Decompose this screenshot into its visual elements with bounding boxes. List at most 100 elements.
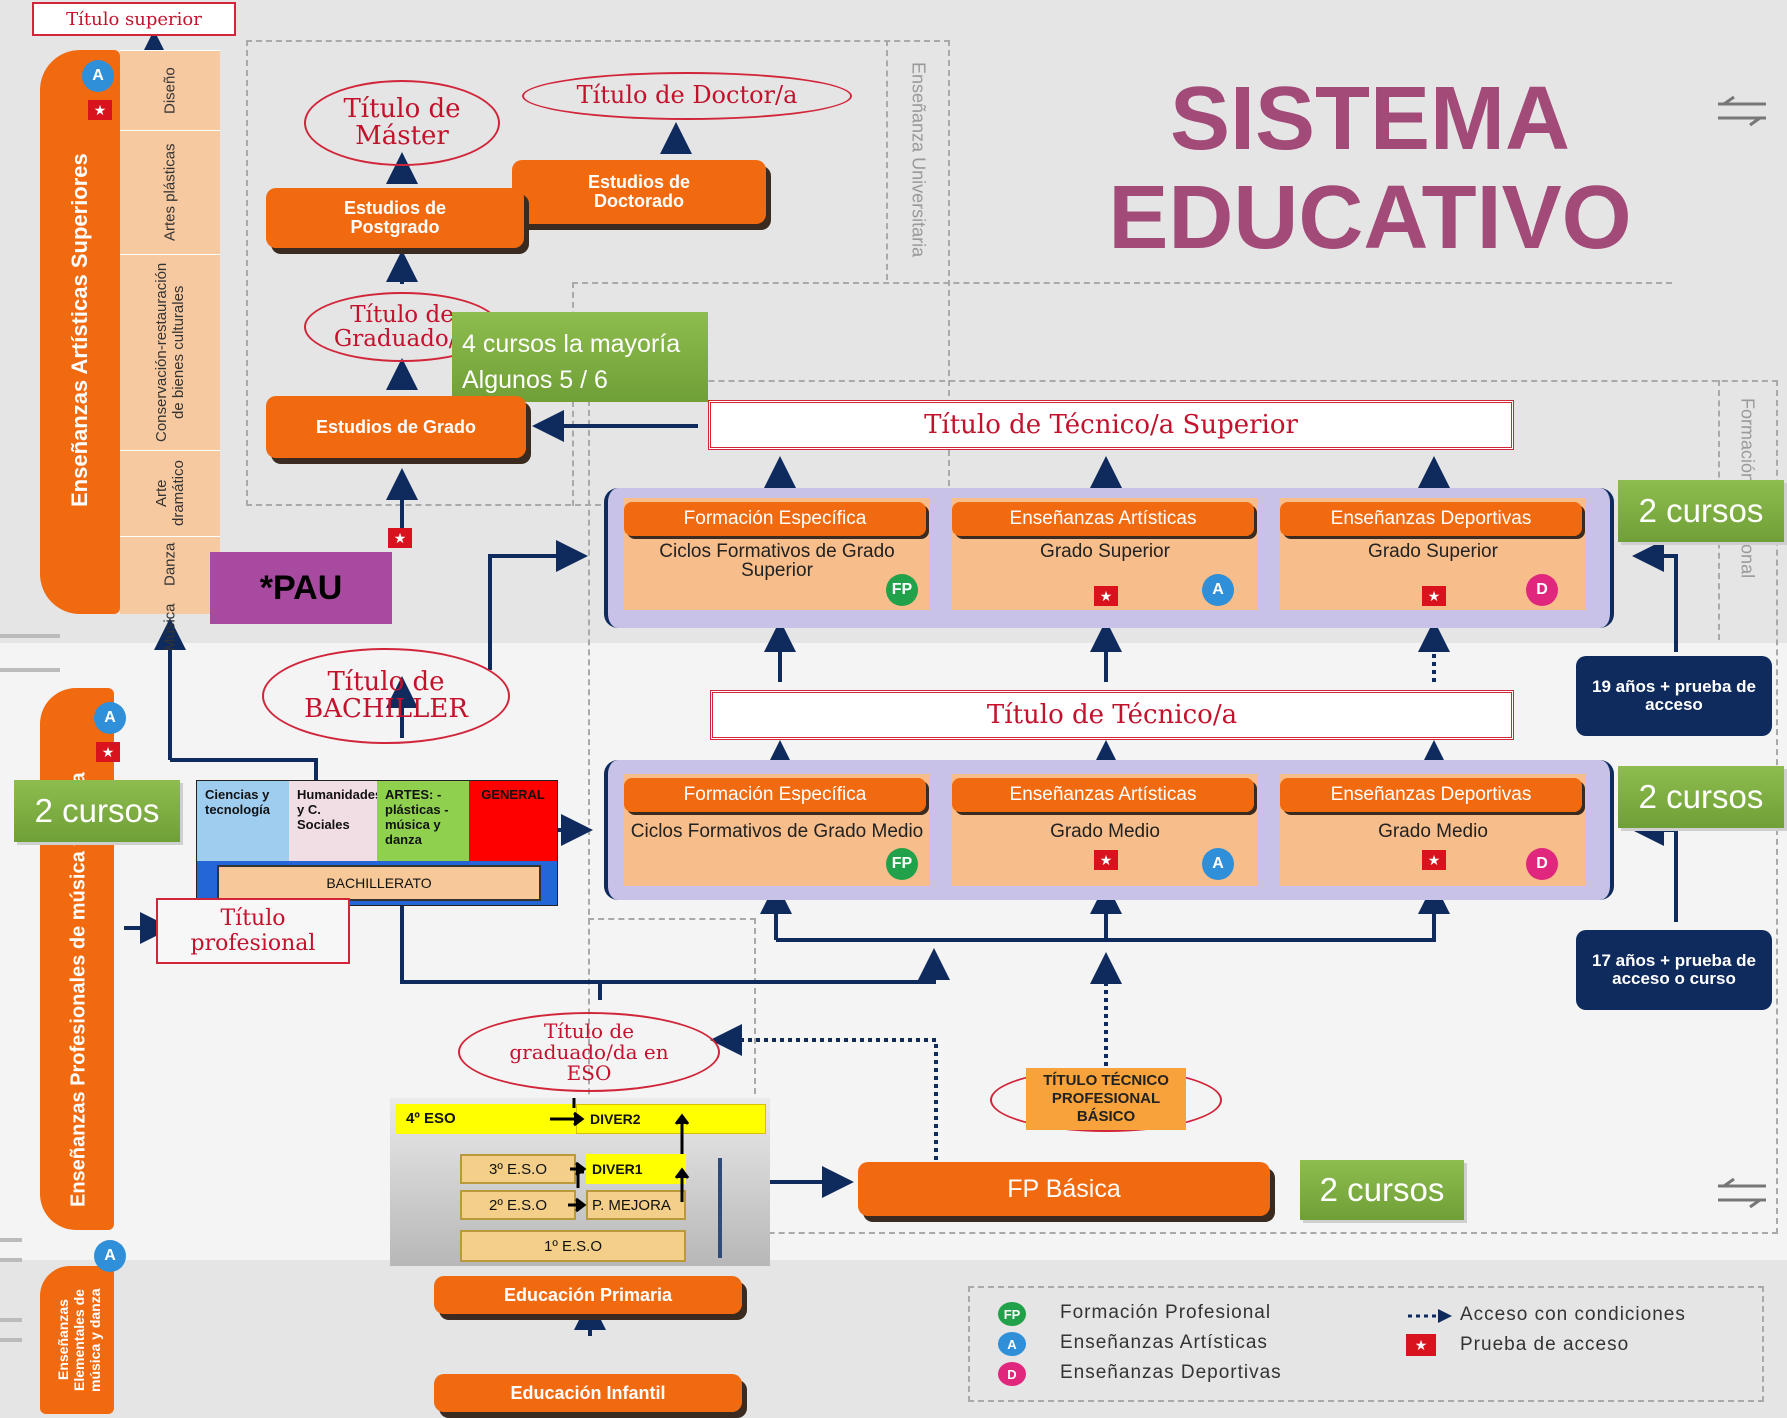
educacion-infantil: Educación Infantil — [434, 1374, 742, 1412]
bachillerato-label: BACHILLERATO — [217, 865, 541, 901]
eso-arrows — [550, 1098, 690, 1213]
cursos-grado-line1: 4 cursos la mayoría — [462, 330, 681, 358]
badge-a-icon: A — [94, 1240, 126, 1272]
eso-block: 4º ESO DIVER2 3º E.S.O DIVER1 2º E.S.O P… — [390, 1098, 770, 1266]
modalidad-general: GENERAL — [469, 781, 557, 861]
badge-a-icon: A — [1202, 574, 1234, 606]
gm-text-ciclos: Ciclos Formativos de Grado Medio — [630, 821, 924, 842]
legend-fp-text: Formación Profesional — [1060, 1302, 1272, 1323]
legend-d-text: Enseñanzas Deportivas — [1060, 1362, 1282, 1383]
page-title-line2: EDUCATIVO — [1108, 168, 1632, 268]
dos-cursos-fpb: 2 cursos — [1300, 1160, 1464, 1220]
titulo-bachiller: Título de BACHILLER — [262, 648, 510, 744]
page-title-line1: SISTEMA — [1169, 69, 1571, 169]
star-icon: ★ — [1094, 850, 1118, 870]
gm-ensenanzas-artisticas[interactable]: Enseñanzas Artísticas Grado Medio ★ A — [952, 774, 1258, 886]
badge-a-icon: A — [1202, 848, 1234, 880]
gm-formacion-especifica[interactable]: Formación Específica Ciclos Formativos d… — [624, 774, 930, 886]
gs-formacion-especifica[interactable]: Formación Específica Ciclos Formativos d… — [624, 498, 930, 610]
item-diseno: Diseño — [120, 50, 220, 130]
gs-ensenanzas-deportivas[interactable]: Enseñanzas Deportivas Grado Superior ★ D — [1280, 498, 1586, 610]
badge-d-icon: D — [1526, 848, 1558, 880]
dos-cursos-left: 2 cursos — [14, 780, 180, 842]
artisticas-items-panel: Diseño Artes plásticas Conservación-rest… — [120, 50, 220, 651]
cursos-grado-line2: Algunos 5 / 6 — [462, 366, 608, 395]
titulo-graduado-eso: Título de graduado/da en ESO — [458, 1012, 720, 1092]
legend-acceso-text: Acceso con condiciones — [1460, 1304, 1686, 1325]
artisticas-superiores-label: Enseñanzas Artísticas Superiores — [67, 153, 92, 507]
cursos-grado-box: 4 cursos la mayoría Algunos 5 / 6 — [452, 312, 708, 402]
legend-prueba-text: Prueba de acceso — [1460, 1334, 1630, 1355]
eso-diver2: DIVER2 — [590, 1111, 641, 1127]
legend-star-icon: ★ — [1406, 1334, 1436, 1356]
gm-text-deportivas: Grado Medio — [1378, 821, 1488, 842]
eso-tercero: 3º E.S.O — [460, 1154, 576, 1184]
badge-fp-icon: FP — [886, 848, 918, 880]
bachillerato-table: Ciencias y tecnología Humanidades y C. S… — [196, 780, 558, 906]
star-icon: ★ — [388, 528, 412, 548]
titulo-master: Título de Máster — [304, 80, 500, 166]
estudios-doctorado: Estudios de Doctorado — [512, 160, 766, 224]
acceso-19: 19 años + prueba de acceso — [1576, 656, 1772, 736]
badge-fp-icon: FP — [886, 574, 918, 606]
gs-tab-artisticas: Enseñanzas Artísticas — [952, 502, 1254, 536]
star-icon: ★ — [88, 100, 112, 120]
elementales-bar — [40, 1266, 114, 1414]
modalidad-artes: ARTES: -plásticas -música y danza — [377, 781, 469, 861]
pau-box: *PAU — [210, 552, 392, 624]
titulo-tecnico-superior: Título de Técnico/a Superior — [708, 400, 1514, 450]
page-title: SISTEMA EDUCATIVO — [1060, 70, 1680, 280]
item-arte-dramatico: Arte dramático — [120, 450, 220, 536]
legend-fp-icon: FP — [998, 1302, 1026, 1326]
gm-tab-deportivas: Enseñanzas Deportivas — [1280, 778, 1582, 812]
titulo-graduado: Título de Graduado/a — [304, 292, 500, 362]
eso-divider-v — [754, 918, 756, 1234]
side-mark — [0, 1258, 22, 1262]
titulo-doctor: Título de Doctor/a — [522, 72, 852, 120]
university-label: Enseñanza Universitaria — [908, 62, 929, 258]
eso-mejora: P. MEJORA — [586, 1190, 686, 1220]
legend-a-text: Enseñanzas Artísticas — [1060, 1332, 1268, 1353]
item-musica: Música — [161, 603, 179, 651]
star-icon: ★ — [1422, 586, 1446, 606]
titulo-profesional: Título profesional — [156, 898, 350, 964]
gm-tab-artisticas: Enseñanzas Artísticas — [952, 778, 1254, 812]
side-mark — [0, 634, 60, 638]
gm-tab-formacion: Formación Específica — [624, 778, 926, 812]
diver2-row — [576, 1104, 766, 1134]
estudios-postgrado: Estudios de Postgrado — [266, 188, 524, 248]
gs-tab-formacion: Formación Específica — [624, 502, 926, 536]
eso-cuarto: 4º ESO — [396, 1104, 576, 1134]
acceso-17: 17 años + prueba de acceso o curso — [1576, 930, 1772, 1010]
badge-a-icon: A — [94, 702, 126, 734]
gm-ensenanzas-deportivas[interactable]: Enseñanzas Deportivas Grado Medio ★ D — [1280, 774, 1586, 886]
gm-text-artisticas: Grado Medio — [1050, 821, 1160, 842]
star-icon: ★ — [1094, 586, 1118, 606]
gs-tab-deportivas: Enseñanzas Deportivas — [1280, 502, 1582, 536]
gs-ensenanzas-artisticas[interactable]: Enseñanzas Artísticas Grado Superior ★ A — [952, 498, 1258, 610]
dos-cursos-medio: 2 cursos — [1618, 766, 1784, 828]
side-mark — [0, 1318, 22, 1322]
legend: FP Formación Profesional A Enseñanzas Ar… — [968, 1286, 1764, 1402]
side-mark — [0, 1338, 22, 1342]
modalidad-ciencias: Ciencias y tecnología — [197, 781, 289, 861]
badge-a-icon: A — [82, 60, 114, 92]
profesionales-bar — [40, 688, 114, 1230]
eso-segundo: 2º E.S.O — [460, 1190, 576, 1220]
dos-cursos-superior: 2 cursos — [1618, 480, 1784, 542]
fp-region-divider-top — [572, 282, 1672, 284]
eso-primero: 1º E.S.O — [460, 1230, 686, 1262]
legend-d-icon: D — [998, 1362, 1026, 1386]
gs-text-artisticas: Grado Superior — [1040, 541, 1170, 562]
legend-a-icon: A — [998, 1332, 1026, 1356]
educacion-primaria: Educación Primaria — [434, 1276, 742, 1314]
elementales-label: Enseñanzas Elementales de música y danza — [55, 1288, 103, 1392]
eso-divider-line — [718, 1158, 722, 1258]
modalidad-humanidades: Humanidades y C. Sociales — [289, 781, 382, 861]
item-artes-plasticas: Artes plásticas — [120, 130, 220, 254]
side-mark — [0, 668, 60, 672]
estudios-grado: Estudios de Grado — [266, 396, 526, 458]
artisticas-superiores-bar — [40, 50, 120, 614]
titulo-tecnico: Título de Técnico/a — [710, 690, 1514, 740]
